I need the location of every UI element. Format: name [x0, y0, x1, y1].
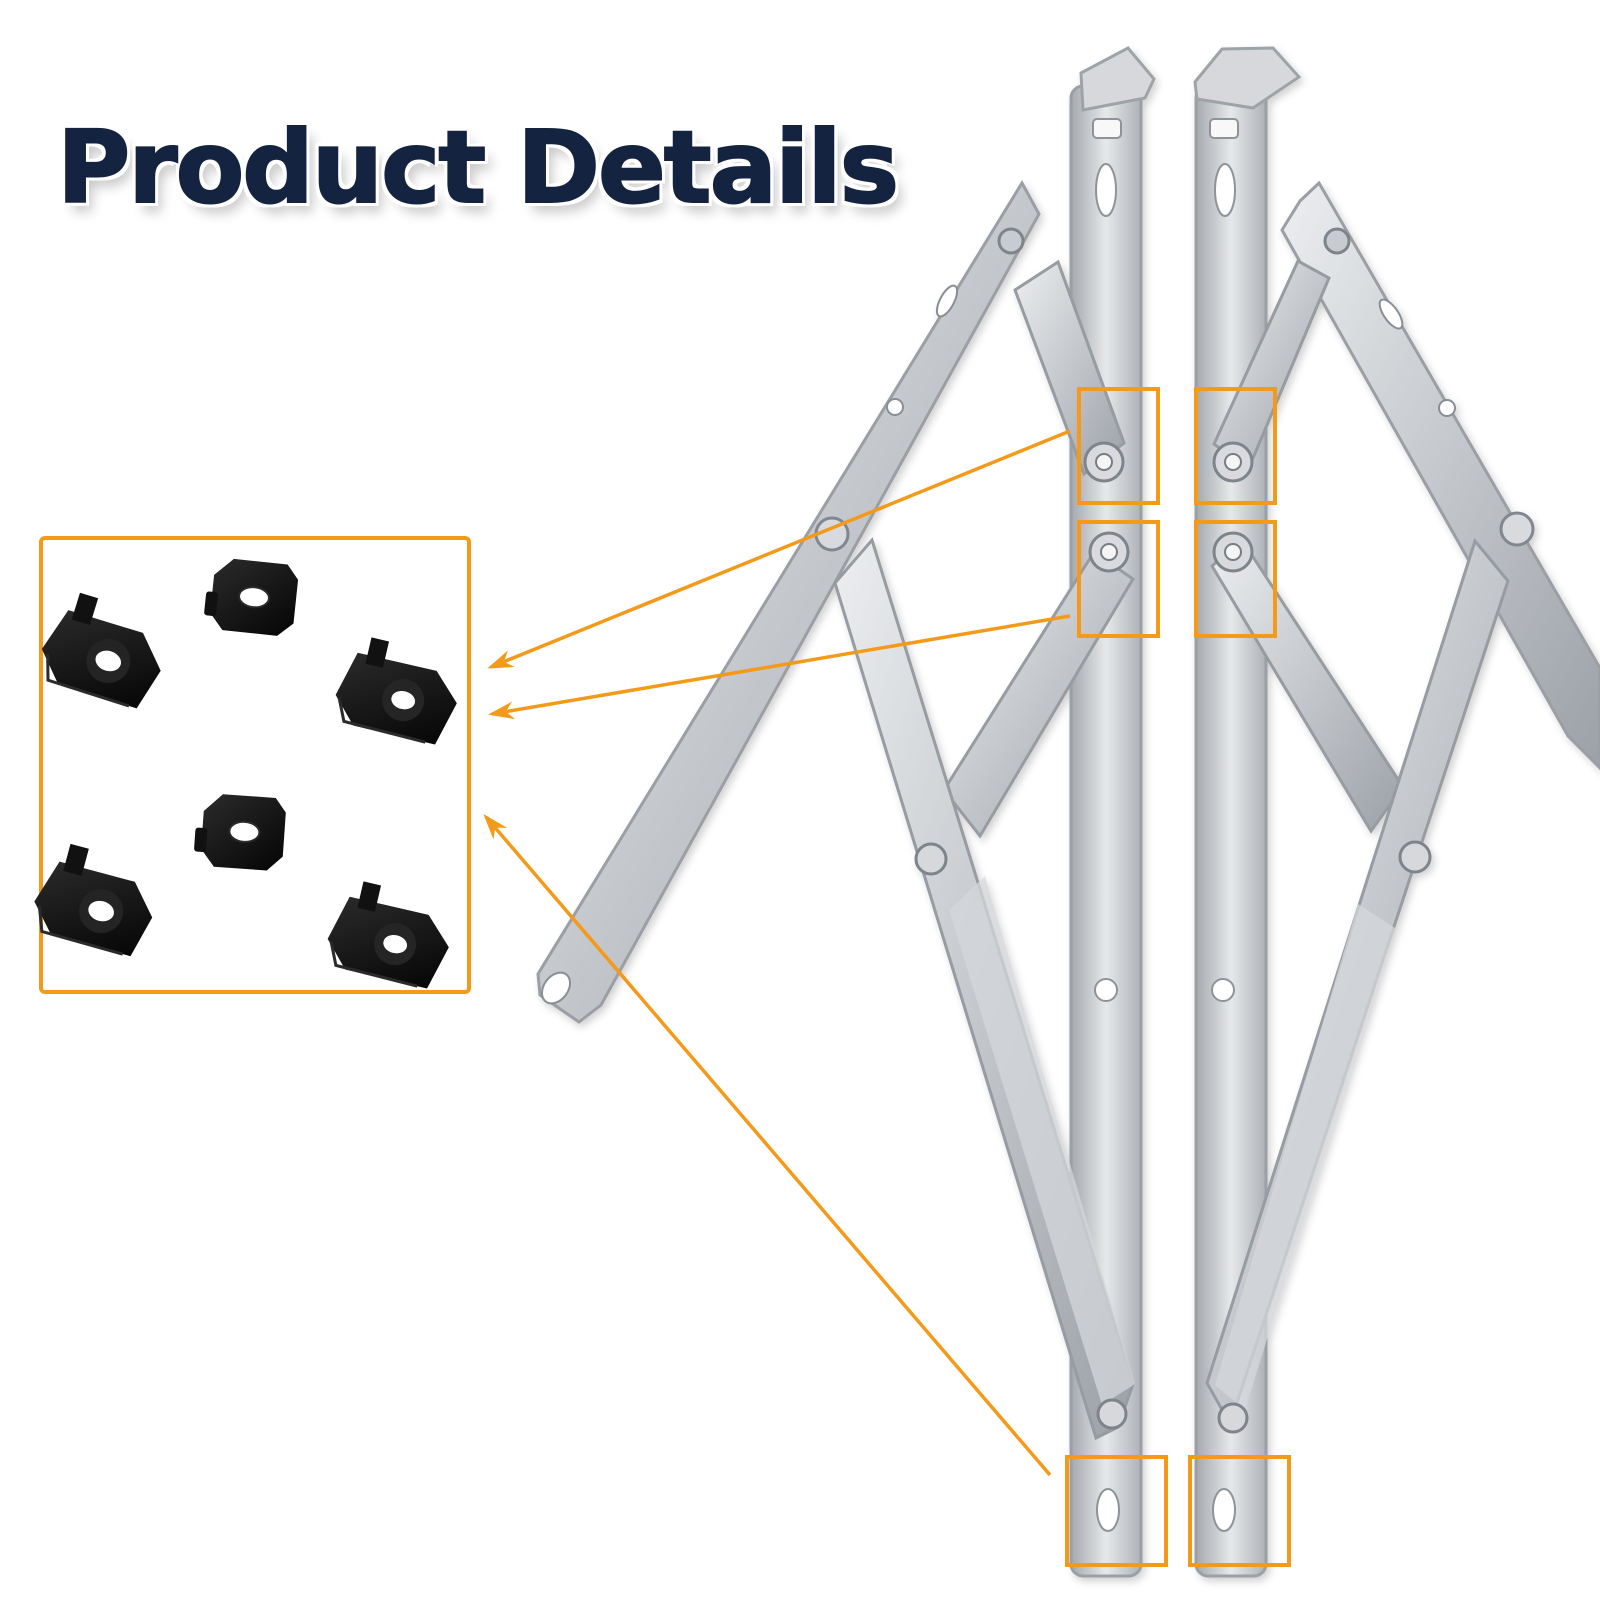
- highlight-boxes: [1065, 387, 1291, 1567]
- arrow-icon: [488, 614, 1071, 720]
- right-long-arm: [1280, 180, 1600, 771]
- right-support-pivot: [1398, 840, 1432, 874]
- black-cap-icon: [335, 637, 457, 745]
- left-mid-rail-hole: [1094, 978, 1118, 1002]
- left-support-pivot: [914, 842, 948, 876]
- arrow-icon: [487, 429, 1071, 669]
- left-lower-link: [942, 549, 1136, 839]
- black-cap-icon: [194, 794, 286, 871]
- left-lower-highlight-box: [1077, 520, 1160, 638]
- right-support-highlight: [1215, 904, 1395, 1410]
- left-upper-rail-hole: [1095, 163, 1117, 217]
- black-cap-icon: [204, 558, 299, 636]
- black-cap-icon: [41, 592, 161, 709]
- left-arm-end-hole: [540, 971, 572, 1005]
- arrow-icon: [483, 813, 1052, 1477]
- right-upper-link-pivot-center: [1224, 453, 1242, 471]
- right-arm-slot: [1378, 298, 1404, 330]
- left-bottom-highlight-box: [1065, 1455, 1168, 1567]
- right-top-slot: [1209, 118, 1239, 139]
- left-upper-link: [1013, 259, 1126, 477]
- left-arm-slot: [935, 284, 959, 318]
- right-bottom-pivot: [1217, 1402, 1249, 1434]
- left-bottom-rail-hole: [1096, 1488, 1120, 1532]
- right-top-pivot: [1323, 227, 1351, 255]
- black-cap-icon: [327, 881, 449, 989]
- left-upper-highlight-box: [1077, 387, 1160, 505]
- right-top-tip: [1193, 46, 1302, 110]
- right-cross-pivot: [1499, 511, 1535, 547]
- right-bottom-rail-hole: [1212, 1488, 1236, 1532]
- left-top-pivot: [997, 227, 1025, 255]
- callout-arrows: [483, 429, 1071, 1477]
- left-bottom-pivot: [1096, 1398, 1128, 1430]
- left-top-tip: [1079, 46, 1156, 112]
- right-upper-rail-hole: [1214, 163, 1236, 217]
- page-title: Product Details: [56, 109, 900, 226]
- left-lower-link-pivot-center: [1100, 543, 1118, 561]
- left-arm-hole: [886, 398, 904, 416]
- right-upper-highlight-box: [1194, 387, 1277, 505]
- right-mid-rail-hole: [1211, 978, 1235, 1002]
- right-window-hinge: [1193, 46, 1600, 1578]
- left-top-slot: [1092, 118, 1122, 139]
- right-arm-hole: [1438, 399, 1456, 417]
- left-long-arm: [536, 180, 1041, 1024]
- left-support-highlight: [949, 876, 1135, 1405]
- left-upper-link-pivot-center: [1095, 453, 1113, 471]
- black-cap-icon: [34, 843, 153, 957]
- right-lower-highlight-box: [1194, 520, 1277, 638]
- black-caps-group: [34, 558, 457, 989]
- right-lower-link-pivot-center: [1224, 543, 1242, 561]
- right-bottom-highlight-box: [1188, 1455, 1291, 1567]
- left-window-hinge: [536, 46, 1156, 1578]
